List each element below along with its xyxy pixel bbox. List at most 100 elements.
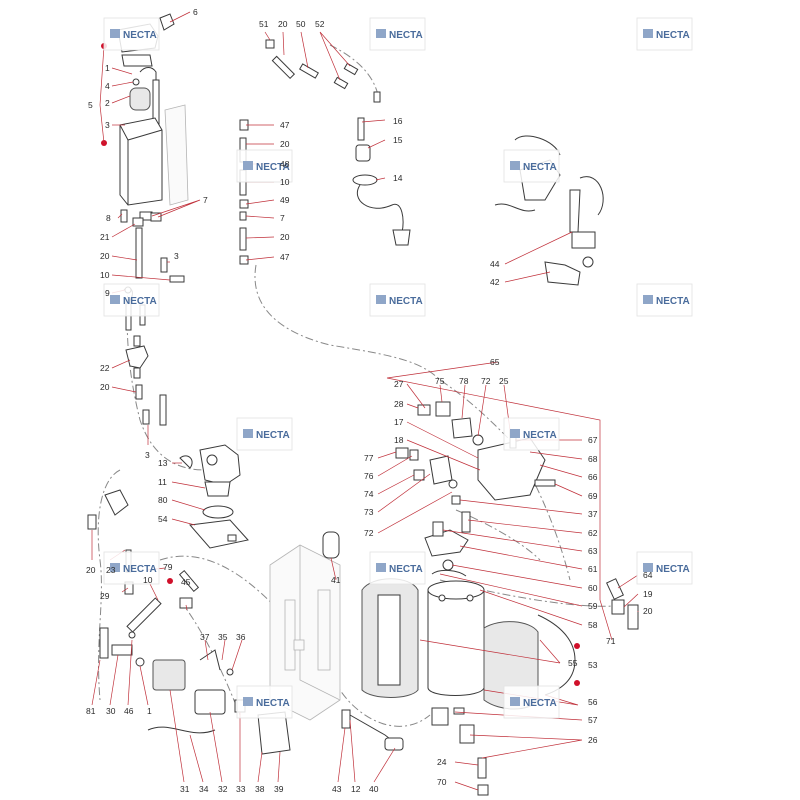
watermark-tile: NECTA — [503, 149, 560, 183]
part-number-label: 9 — [105, 288, 110, 298]
part-number-label: 1 — [105, 63, 110, 73]
part-number-label: 19 — [643, 589, 653, 599]
watermark-text: NECTA — [256, 698, 290, 709]
part-number-label: 20 — [643, 606, 653, 616]
part-number-label: 28 — [394, 399, 404, 409]
watermark-tile: NECTA — [369, 17, 426, 51]
watermark-text: NECTA — [656, 564, 690, 575]
part-number-label: 29 — [100, 591, 110, 601]
part-number-label: 8 — [106, 213, 111, 223]
part-number-label: 56 — [588, 697, 598, 707]
part-number-label: 77 — [364, 453, 374, 463]
part-number-label: 10 — [280, 177, 290, 187]
part-number-label: 30 — [106, 706, 116, 716]
part-number-label: 13 — [158, 458, 168, 468]
part-number-label: 75 — [435, 376, 445, 386]
part-number-label: 51 — [259, 19, 269, 29]
part-number-label: 15 — [393, 135, 403, 145]
part-number-label: 4 — [105, 81, 110, 91]
part-number-label: 31 — [180, 784, 190, 794]
watermark-text: NECTA — [256, 430, 290, 441]
watermark-tile: NECTA — [103, 551, 160, 585]
part-number-label: 10 — [100, 270, 110, 280]
part-number-label: 46 — [124, 706, 134, 716]
part-number-label: 25 — [499, 376, 509, 386]
part-number-label: 14 — [393, 173, 403, 183]
part-number-label: 26 — [588, 735, 598, 745]
watermark-text: NECTA — [256, 162, 290, 173]
part-number-label: 45 — [181, 577, 191, 587]
part-number-label: 10 — [143, 575, 153, 585]
part-number-label: 53 — [588, 660, 598, 670]
part-number-label: 27 — [394, 379, 404, 389]
part-number-label: 37 — [200, 632, 210, 642]
part-number-label: 81 — [86, 706, 96, 716]
watermark-tile: NECTA — [236, 685, 293, 719]
watermark-tiles: NECTA NECTA NECTA NECTA NECTA NECTA — [103, 17, 693, 719]
part-number-label: 42 — [490, 277, 500, 287]
watermark-tile: NECTA — [369, 283, 426, 317]
part-number-label: 76 — [364, 471, 374, 481]
watermark-tile: NECTA — [636, 283, 693, 317]
watermark-tile: NECTA — [636, 17, 693, 51]
boiler-assembly — [361, 511, 639, 796]
watermark-text: NECTA — [523, 698, 557, 709]
part-number-label: 50 — [296, 19, 306, 29]
part-number-label: 20 — [278, 19, 288, 29]
dispensing-tubes — [239, 39, 411, 265]
part-number-label: 20 — [86, 565, 96, 575]
hose-and-seal — [322, 531, 404, 751]
leader-lines — [91, 11, 639, 791]
part-number-label: 37 — [588, 509, 598, 519]
solenoid-valve-block — [395, 401, 556, 505]
watermark-text: NECTA — [123, 564, 157, 575]
part-number-label: 6 — [193, 7, 198, 17]
pump-assembly — [179, 444, 249, 549]
part-number-label: 59 — [588, 601, 598, 611]
part-number-label: 57 — [588, 715, 598, 725]
part-number-label: 71 — [606, 636, 616, 646]
part-number-label: 65 — [490, 357, 500, 367]
part-number-label: 33 — [236, 784, 246, 794]
watermark-text: NECTA — [389, 296, 423, 307]
watermark-tile: NECTA — [503, 685, 560, 719]
part-number-label: 20 — [100, 251, 110, 261]
watermark-tile: NECTA — [636, 551, 693, 585]
part-number-label: 3 — [105, 120, 110, 130]
part-number-label: 48 — [280, 159, 290, 169]
part-number-label: 20 — [280, 232, 290, 242]
part-number-label: 11 — [158, 477, 167, 487]
part-number-label: 40 — [369, 784, 379, 794]
part-number-label: 54 — [158, 514, 168, 524]
part-number-label: 69 — [588, 491, 598, 501]
part-number-label: 18 — [394, 435, 404, 445]
part-number-label: 68 — [588, 454, 598, 464]
part-number-label: 55 — [568, 658, 578, 668]
part-number-label: 62 — [588, 528, 598, 538]
watermark-text: NECTA — [389, 564, 423, 575]
watermark-text: NECTA — [656, 30, 690, 41]
part-number-label: 34 — [199, 784, 209, 794]
part-number-label: 47 — [280, 120, 290, 130]
part-number-label: 58 — [588, 620, 598, 630]
watermark-text: NECTA — [123, 296, 157, 307]
part-number-label: 36 — [236, 632, 246, 642]
part-number-label: 7 — [203, 195, 208, 205]
part-number-label: 12 — [351, 784, 361, 794]
part-number-label: 20 — [100, 382, 110, 392]
part-number-label: 3 — [145, 450, 150, 460]
part-number-label: 23 — [106, 565, 116, 575]
part-number-label: 5 — [88, 100, 93, 110]
watermark-text: NECTA — [523, 162, 557, 173]
part-number-label: 49 — [280, 195, 290, 205]
part-number-label: 79 — [163, 562, 173, 572]
part-number-label: 66 — [588, 472, 598, 482]
part-number-label: 16 — [393, 116, 403, 126]
watermark-text: NECTA — [656, 296, 690, 307]
part-number-label: 44 — [490, 259, 500, 269]
part-number-label: 41 — [331, 575, 341, 585]
part-number-label: 61 — [588, 564, 598, 574]
part-number-label: 80 — [158, 495, 168, 505]
wiring-harness — [494, 135, 604, 286]
watermark-tile: NECTA — [369, 551, 426, 585]
